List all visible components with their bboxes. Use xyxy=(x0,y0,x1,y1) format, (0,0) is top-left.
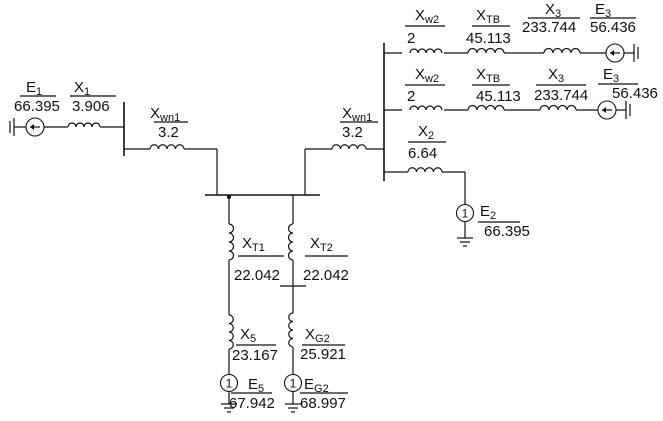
inductor-x3-mid xyxy=(539,104,577,111)
value-xwn1-right: 3.2 xyxy=(342,124,363,141)
inductor-xtb-top xyxy=(467,47,505,54)
label-e3-mid: E3 xyxy=(603,66,619,85)
label-xt2: XT2 xyxy=(310,235,333,254)
inductor-xt2 xyxy=(287,223,294,261)
value-xg2: 25.921 xyxy=(300,346,346,363)
value-x3-mid: 233.744 xyxy=(534,87,588,104)
source-eg2-symbol: 1 xyxy=(290,377,297,391)
value-e1: 66.395 xyxy=(14,98,60,115)
value-e3-top: 56.436 xyxy=(590,19,636,36)
source-e3-top-arrowhead xyxy=(610,50,614,56)
inductor-xw2-top xyxy=(409,48,443,54)
label-xw2-mid: Xw2 xyxy=(415,66,439,85)
label-e1: E1 xyxy=(26,79,42,98)
label-xtb-top: XTB xyxy=(476,7,500,26)
source-e3-mid-arrowhead xyxy=(602,107,606,113)
value-eg2: 68.997 xyxy=(300,395,346,412)
value-xw2-top: 2 xyxy=(407,30,415,47)
label-e3-top: E3 xyxy=(595,1,611,20)
value-x3-top: 233.744 xyxy=(522,19,576,36)
inductor-xtb-mid xyxy=(467,104,505,111)
label-eg2: EG2 xyxy=(304,376,329,395)
value-e3-mid: 56.436 xyxy=(612,85,658,102)
sources: 1 1 1 xyxy=(25,43,625,393)
source-e2-icon xyxy=(455,203,475,223)
value-xw2-mid: 2 xyxy=(407,88,415,105)
inductor-x1 xyxy=(67,122,101,128)
label-x2: X2 xyxy=(418,123,434,142)
label-e2: E2 xyxy=(480,203,496,222)
label-xwn1-left: Xwn1 xyxy=(150,105,180,124)
inductor-xg2 xyxy=(288,312,294,348)
value-x5: 23.167 xyxy=(232,347,278,364)
label-xt1: XT1 xyxy=(242,235,265,254)
label-x3-top: X3 xyxy=(545,1,561,20)
label-x1: X1 xyxy=(74,79,90,98)
value-xtb-mid: 45.113 xyxy=(476,88,521,105)
value-e2: 66.395 xyxy=(484,223,530,240)
inductors xyxy=(67,47,581,350)
wiring xyxy=(9,43,639,413)
source-e5-icon xyxy=(219,373,239,393)
label-x5: X5 xyxy=(240,326,256,345)
inductor-xw2-mid xyxy=(409,105,443,111)
label-xwn1-right: Xwn1 xyxy=(342,105,372,124)
value-xt1: 22.042 xyxy=(234,267,280,284)
inductor-x3-top xyxy=(543,47,581,54)
value-xt2: 22.042 xyxy=(303,267,349,284)
inductor-x5 xyxy=(228,314,234,350)
value-x2: 6.64 xyxy=(408,145,437,162)
source-e1-arrowhead xyxy=(30,124,34,130)
labels: E1 66.395 X1 3.906 Xwn1 3.2 Xwn1 3.2 Xw2… xyxy=(14,1,658,412)
inductor-xwn1-right xyxy=(331,144,367,150)
value-x1: 3.906 xyxy=(72,98,110,115)
value-xwn1-left: 3.2 xyxy=(158,124,179,141)
label-xtb-mid: XTB xyxy=(476,66,500,85)
source-eg2-icon xyxy=(283,373,303,393)
label-xw2-top: Xw2 xyxy=(415,7,439,26)
label-xg2: XG2 xyxy=(305,326,330,345)
source-e5-symbol: 1 xyxy=(226,377,233,391)
label-x3-mid: X3 xyxy=(548,66,564,85)
label-e5: E5 xyxy=(248,376,264,395)
value-e5: 67.942 xyxy=(229,395,275,412)
source-e2-symbol: 1 xyxy=(462,207,469,221)
inductor-xwn1-left xyxy=(149,144,185,150)
value-xtb-top: 45.113 xyxy=(466,30,511,47)
inductor-xt1 xyxy=(228,223,235,261)
inductor-x2 xyxy=(407,167,443,173)
